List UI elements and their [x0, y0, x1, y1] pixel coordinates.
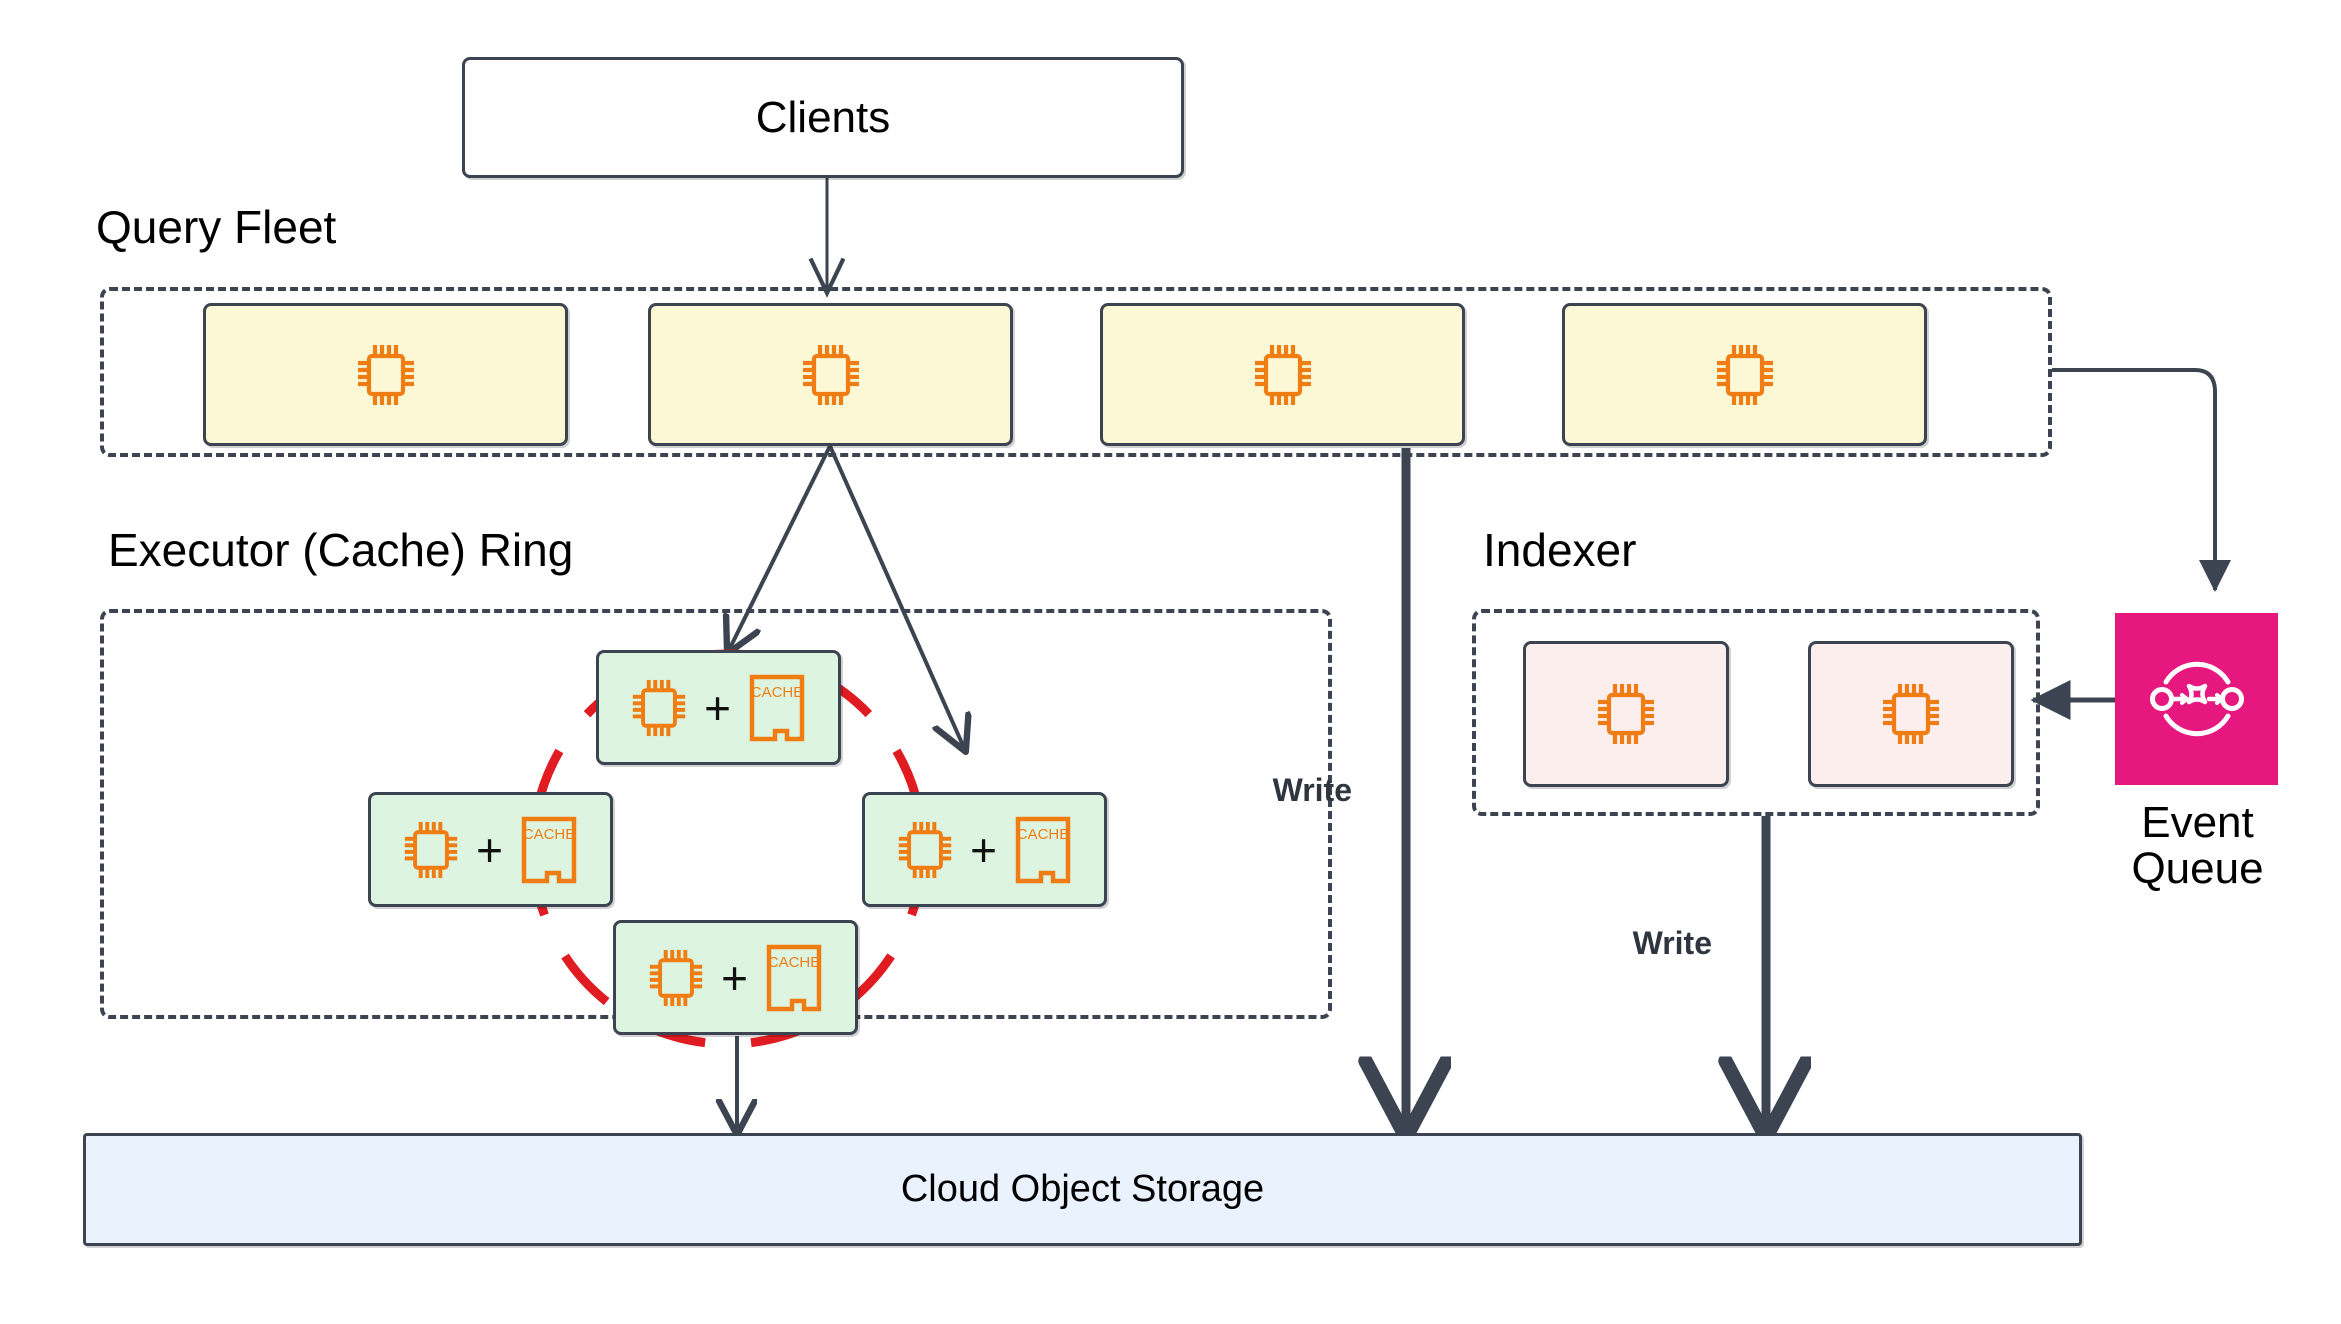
svg-text:CACHE: CACHE: [1017, 826, 1070, 843]
write-label-query: Write: [1272, 772, 1352, 808]
indexer-group: [1472, 609, 2040, 816]
event-queue-caption: Event Queue: [2110, 798, 2285, 894]
indexer-node-1[interactable]: [1523, 641, 1729, 787]
cpu-icon: [800, 342, 862, 408]
query-fleet-node-4[interactable]: [1562, 303, 1927, 446]
executor-node-bottom[interactable]: + CACHE: [613, 920, 858, 1035]
executor-icons: + CACHE: [647, 943, 824, 1013]
svg-text:CACHE: CACHE: [751, 684, 804, 701]
cpu-icon: [1595, 681, 1657, 747]
write-label-indexer: Write: [1632, 925, 1712, 961]
svg-text:CACHE: CACHE: [523, 826, 576, 843]
edge-query-to-exec-top: [728, 445, 832, 652]
executor-node-left[interactable]: + CACHE: [368, 792, 613, 907]
executor-icons: + CACHE: [402, 815, 579, 885]
executor-node-top[interactable]: + CACHE: [596, 650, 841, 765]
cpu-icon: [630, 677, 688, 739]
executor-ring-title: Executor (Cache) Ring: [108, 524, 574, 576]
query-fleet-node-1[interactable]: [203, 303, 568, 446]
plus-operator: +: [970, 823, 997, 876]
indexer-node-2[interactable]: [1808, 641, 2014, 787]
plus-operator: +: [704, 681, 731, 734]
cpu-icon: [355, 342, 417, 408]
cloud-object-storage-label: Cloud Object Storage: [900, 1168, 1265, 1210]
cache-icon: CACHE: [519, 815, 579, 885]
cache-icon: CACHE: [1013, 815, 1073, 885]
query-fleet-node-2[interactable]: [648, 303, 1013, 446]
cpu-icon: [1714, 342, 1776, 408]
executor-node-right[interactable]: + CACHE: [862, 792, 1107, 907]
clients-label: Clients: [755, 92, 891, 142]
plus-operator: +: [721, 951, 748, 1004]
query-fleet-title: Query Fleet: [96, 201, 337, 253]
cpu-icon: [1880, 681, 1942, 747]
svg-text:CACHE: CACHE: [768, 954, 821, 971]
cpu-icon: [402, 819, 460, 881]
query-fleet-node-3[interactable]: [1100, 303, 1465, 446]
clients-box[interactable]: Clients: [462, 57, 1184, 178]
cpu-icon: [896, 819, 954, 881]
event-queue-caption-line1: Event: [2141, 798, 2254, 847]
cpu-icon: [1252, 342, 1314, 408]
indexer-title: Indexer: [1483, 524, 1637, 576]
executor-icons: + CACHE: [630, 673, 807, 743]
plus-operator: +: [476, 823, 503, 876]
cloud-object-storage-box[interactable]: Cloud Object Storage: [83, 1133, 2082, 1246]
edge-query-to-event-queue: [2052, 368, 2231, 592]
query-fleet-group: [100, 287, 2052, 457]
event-bridge-icon: [2142, 644, 2252, 754]
event-queue-caption-line2: Queue: [2131, 844, 2264, 894]
edge-query-to-exec-right: [828, 445, 965, 750]
cache-icon: CACHE: [747, 673, 807, 743]
cache-icon: CACHE: [764, 943, 824, 1013]
event-queue-box[interactable]: [2115, 613, 2278, 785]
executor-icons: + CACHE: [896, 815, 1073, 885]
cpu-icon: [647, 947, 705, 1009]
